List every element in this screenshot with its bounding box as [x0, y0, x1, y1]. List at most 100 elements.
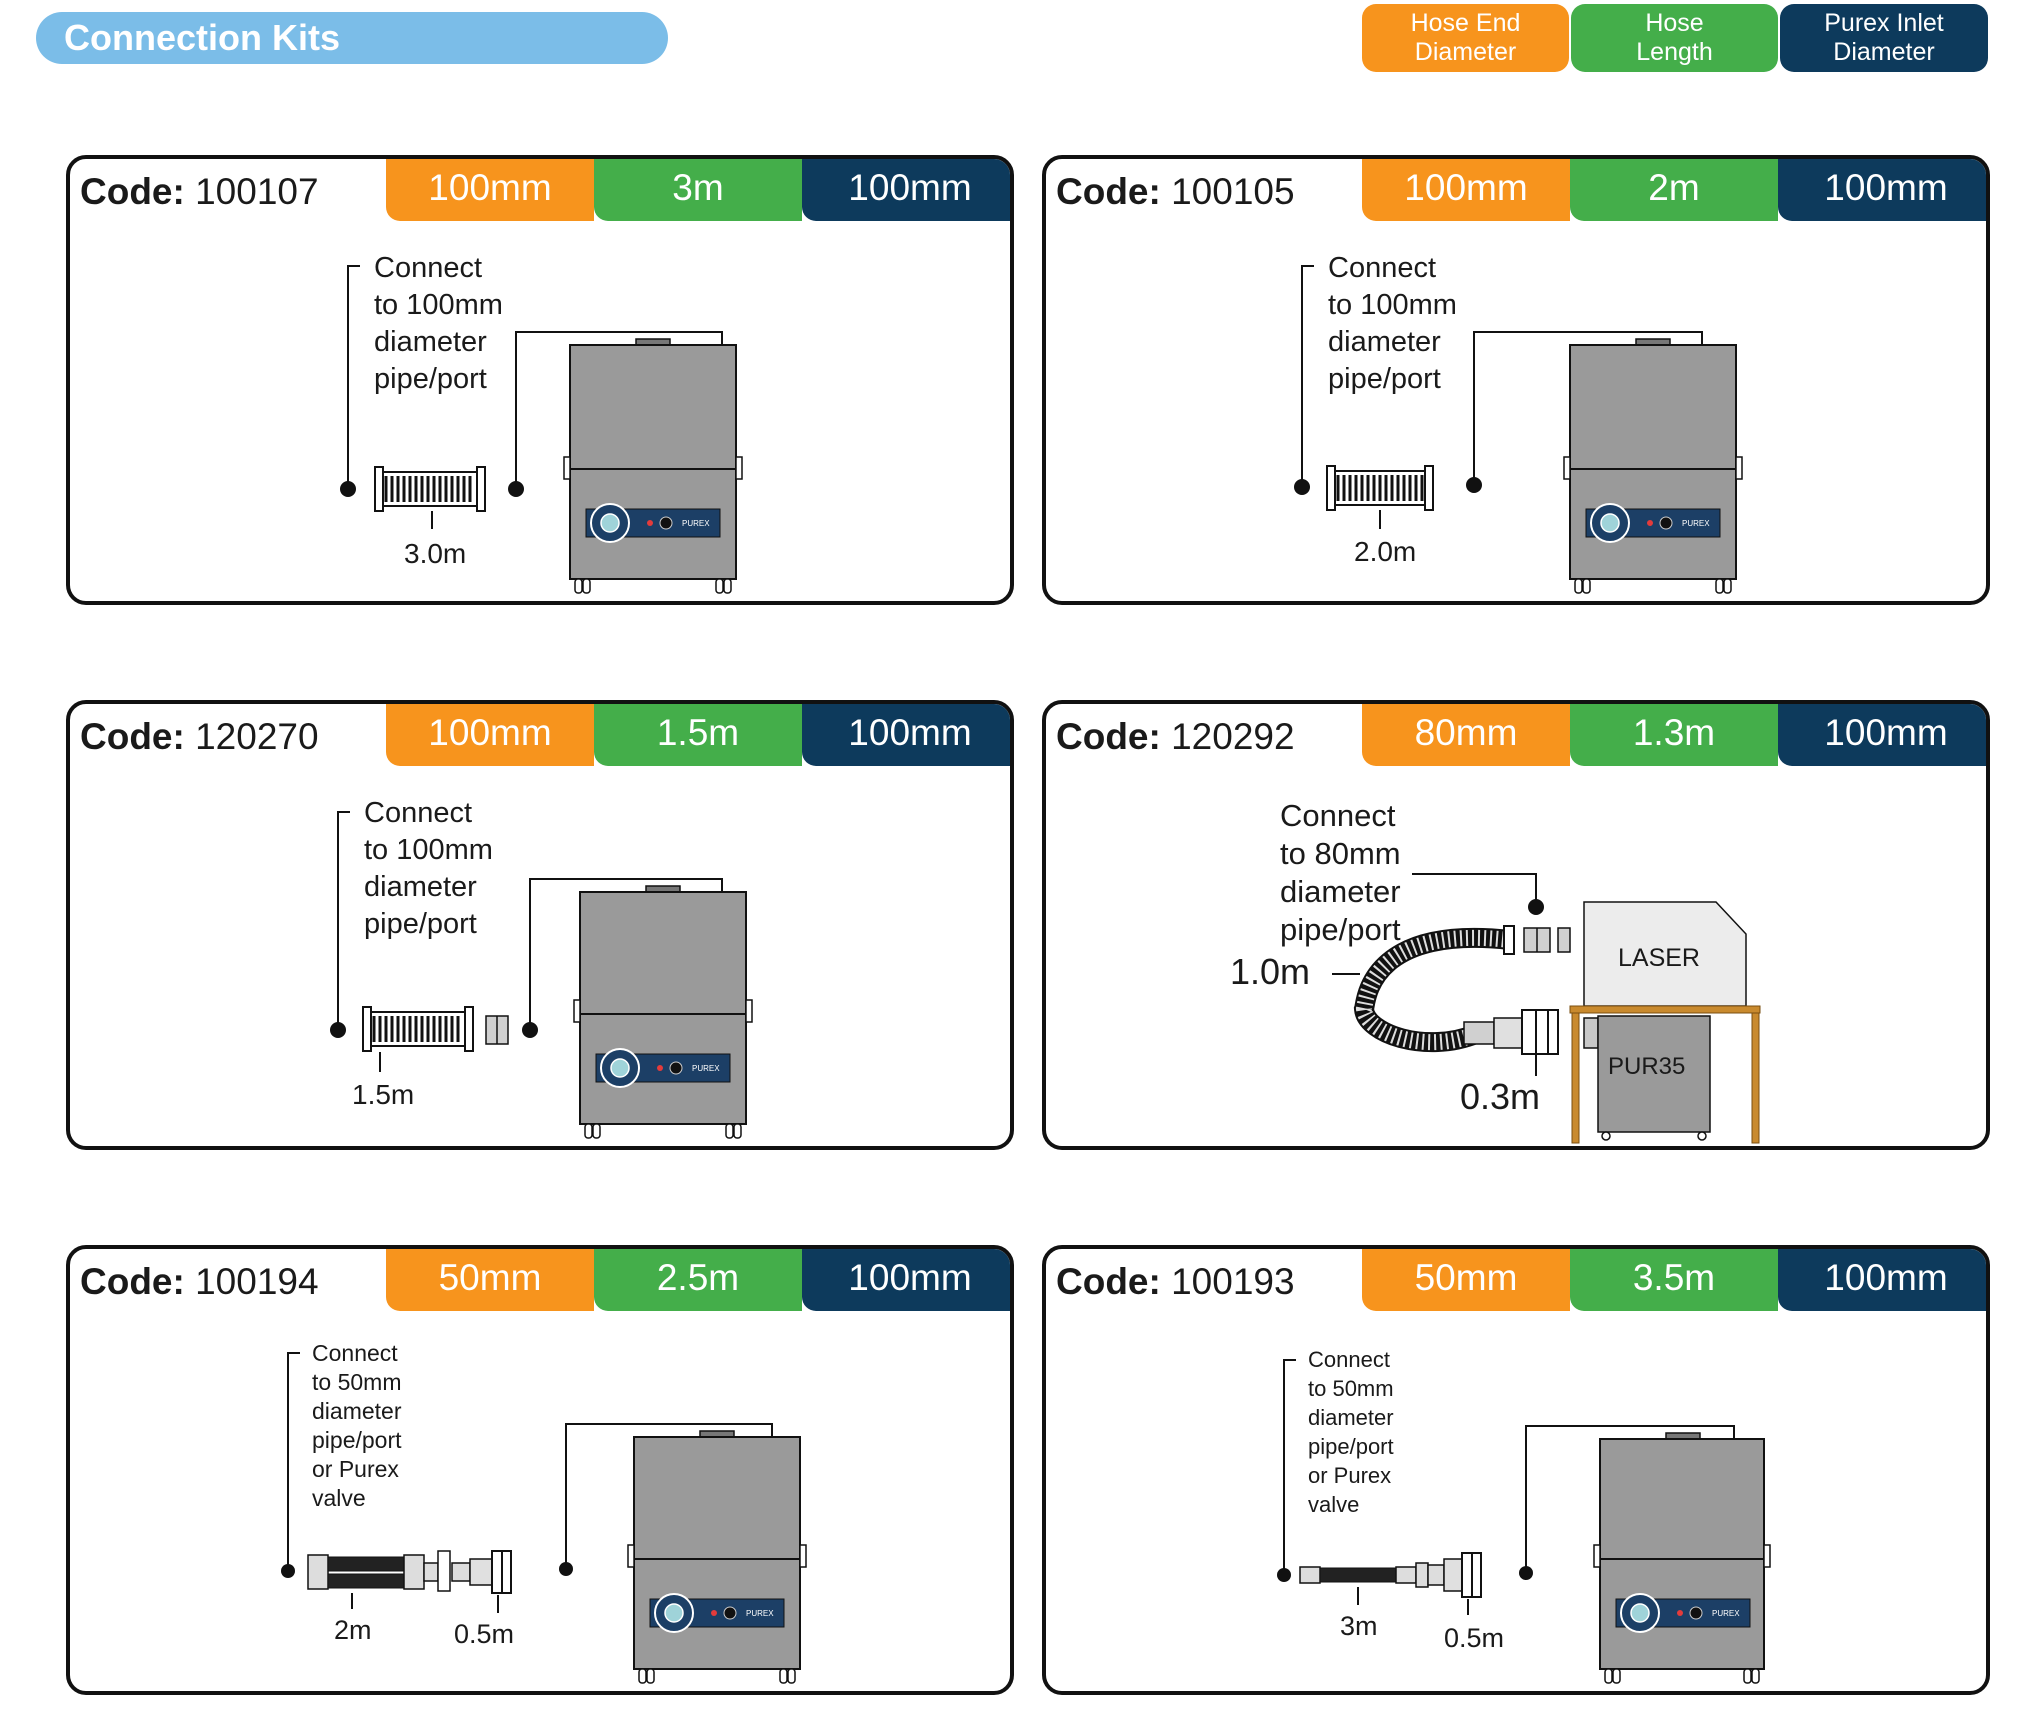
kit-card-100194: Code: 100194 50mm 2.5m 100mm Connect to … — [66, 1245, 1014, 1695]
kit-card-100107: Code: 100107 100mm 3m 100mm Connect to 1… — [66, 155, 1014, 605]
inlet-diameter-badge: 100mm — [1778, 704, 1986, 766]
note-line: pipe/port — [312, 1427, 402, 1453]
kit-code: Code: 100193 — [1056, 1261, 1295, 1303]
connect-note: Connect to 50mm diameter pipe/port or Pu… — [312, 1340, 402, 1511]
note-line: diameter — [1308, 1405, 1394, 1430]
note-line: to 100mm — [374, 289, 503, 321]
hose-end-diameter-badge: 80mm — [1362, 704, 1570, 766]
kit-code: Code: 100105 — [1056, 171, 1295, 213]
note-line: pipe/port — [1328, 363, 1441, 395]
connect-note: Connect to 100mm diameter pipe/port — [364, 797, 493, 940]
leader-line — [529, 878, 723, 1030]
inlet-diameter-badge: 100mm — [802, 159, 1010, 221]
legend-line: Hose End — [1410, 9, 1521, 37]
valve-length-label: 0.3m — [1460, 1076, 1540, 1117]
code-value: 100105 — [1171, 171, 1295, 212]
hose-end-diameter-badge: 100mm — [1362, 159, 1570, 221]
hose-end-diameter-badge: 100mm — [386, 159, 594, 221]
hose-icon — [307, 1550, 451, 1592]
kit-code: Code: 120270 — [80, 716, 319, 758]
note-line: to 100mm — [364, 834, 493, 866]
connect-note: Connect to 100mm diameter pipe/port — [374, 252, 503, 395]
leader-line — [565, 1423, 773, 1569]
note-line: Connect — [312, 1340, 398, 1366]
connection-point — [340, 481, 356, 497]
note-line: or Purex — [1308, 1463, 1391, 1488]
note-line: pipe/port — [364, 908, 477, 940]
laser-label: LASER — [1618, 944, 1700, 972]
legend-line: Hose — [1645, 9, 1704, 37]
hose-length-badge: 3.5m — [1570, 1249, 1778, 1311]
extractor-unit-icon: PUREX — [1593, 1432, 1771, 1684]
valve-coupling-icon — [451, 1550, 512, 1594]
connection-point — [281, 1564, 295, 1578]
code-prefix: Code: — [80, 716, 185, 757]
inlet-diameter-badge: 100mm — [802, 704, 1010, 766]
pur35-label: PUR35 — [1608, 1053, 1685, 1080]
hose-length-label: 3.0m — [404, 538, 466, 569]
laser-machine-icon: LASER — [1583, 901, 1747, 1007]
note-line: valve — [312, 1485, 366, 1511]
connection-point — [330, 1022, 346, 1038]
hose-icon — [1326, 465, 1434, 511]
legend-line: Length — [1636, 38, 1713, 66]
unit-logo: PUREX — [1682, 519, 1710, 528]
code-prefix: Code: — [1056, 171, 1161, 212]
valve-coupling-icon — [1427, 1552, 1482, 1598]
note-line: valve — [1308, 1492, 1359, 1517]
code-prefix: Code: — [1056, 1261, 1161, 1302]
leader-line — [1525, 1425, 1735, 1573]
unit-logo: PUREX — [746, 1609, 774, 1618]
kit-diagram: Connect to 100mm diameter pipe/port 1.5m — [330, 797, 753, 1139]
kit-diagram: Connect to 100mm diameter pipe/port 2.0m — [1294, 252, 1743, 594]
connection-point — [1294, 479, 1310, 495]
unit-logo: PUREX — [1712, 1609, 1740, 1618]
code-value: 100193 — [1171, 1261, 1295, 1302]
note-line: diameter — [1280, 874, 1401, 909]
valve-coupling-icon — [1463, 1009, 1559, 1055]
code-value: 100107 — [195, 171, 319, 212]
valve-length-label: 0.5m — [1444, 1623, 1504, 1653]
kit-card-120292: Code: 120292 80mm 1.3m 100mm Connect to … — [1042, 700, 1990, 1150]
hose-length-label: 1.5m — [352, 1079, 414, 1110]
connection-point — [1528, 899, 1544, 915]
kit-code: Code: 100194 — [80, 1261, 319, 1303]
note-line: Connect — [1328, 252, 1436, 284]
kit-code: Code: 120292 — [1056, 716, 1295, 758]
extractor-unit-icon: PUREX — [1563, 338, 1743, 594]
note-line: Connect — [374, 252, 482, 284]
legend-line: Purex Inlet — [1824, 9, 1944, 37]
leader-line — [515, 331, 723, 489]
hose-length-badge: 2m — [1570, 159, 1778, 221]
kit-card-120270: Code: 120270 100mm 1.5m 100mm Connect to… — [66, 700, 1014, 1150]
kit-code: Code: 100107 — [80, 171, 319, 213]
leader-line — [1301, 265, 1314, 487]
connect-note: Connect to 100mm diameter pipe/port — [1328, 252, 1457, 395]
kit-diagram: Connect to 50mm diameter pipe/port or Pu… — [1277, 1347, 1771, 1684]
hose-length-badge: 3m — [594, 159, 802, 221]
note-line: to 80mm — [1280, 836, 1401, 871]
leader-line — [1412, 873, 1537, 901]
unit-logo: PUREX — [692, 1064, 720, 1073]
connect-note: Connect to 80mm diameter pipe/port — [1280, 798, 1401, 947]
legend-line: Diameter — [1833, 38, 1935, 66]
hose-end-diameter-badge: 50mm — [1362, 1249, 1570, 1311]
kit-diagram: Connect to 100mm diameter pipe/port 3.0m — [340, 252, 743, 594]
inlet-diameter-badge: 100mm — [802, 1249, 1010, 1311]
hose-length-label: 2.0m — [1354, 536, 1416, 567]
note-line: to 50mm — [312, 1369, 401, 1395]
hose-length-label: 1.0m — [1230, 951, 1310, 992]
extractor-unit-icon: PUREX — [627, 1430, 807, 1684]
kit-card-100105: Code: 100105 100mm 2m 100mm Connect to 1… — [1042, 155, 1990, 605]
note-line: to 50mm — [1308, 1376, 1394, 1401]
pur35-unit-icon: PUR35 — [1583, 1015, 1711, 1141]
note-line: Connect — [1280, 798, 1396, 833]
hose-length-badge: 2.5m — [594, 1249, 802, 1311]
note-line: diameter — [374, 326, 487, 358]
note-line: pipe/port — [374, 363, 487, 395]
flexible-hose-icon — [1353, 925, 1515, 1053]
valve-length-label: 0.5m — [454, 1619, 514, 1649]
hose-length-label: 2m — [334, 1615, 372, 1645]
note-line: diameter — [312, 1398, 402, 1424]
code-value: 100194 — [195, 1261, 319, 1302]
